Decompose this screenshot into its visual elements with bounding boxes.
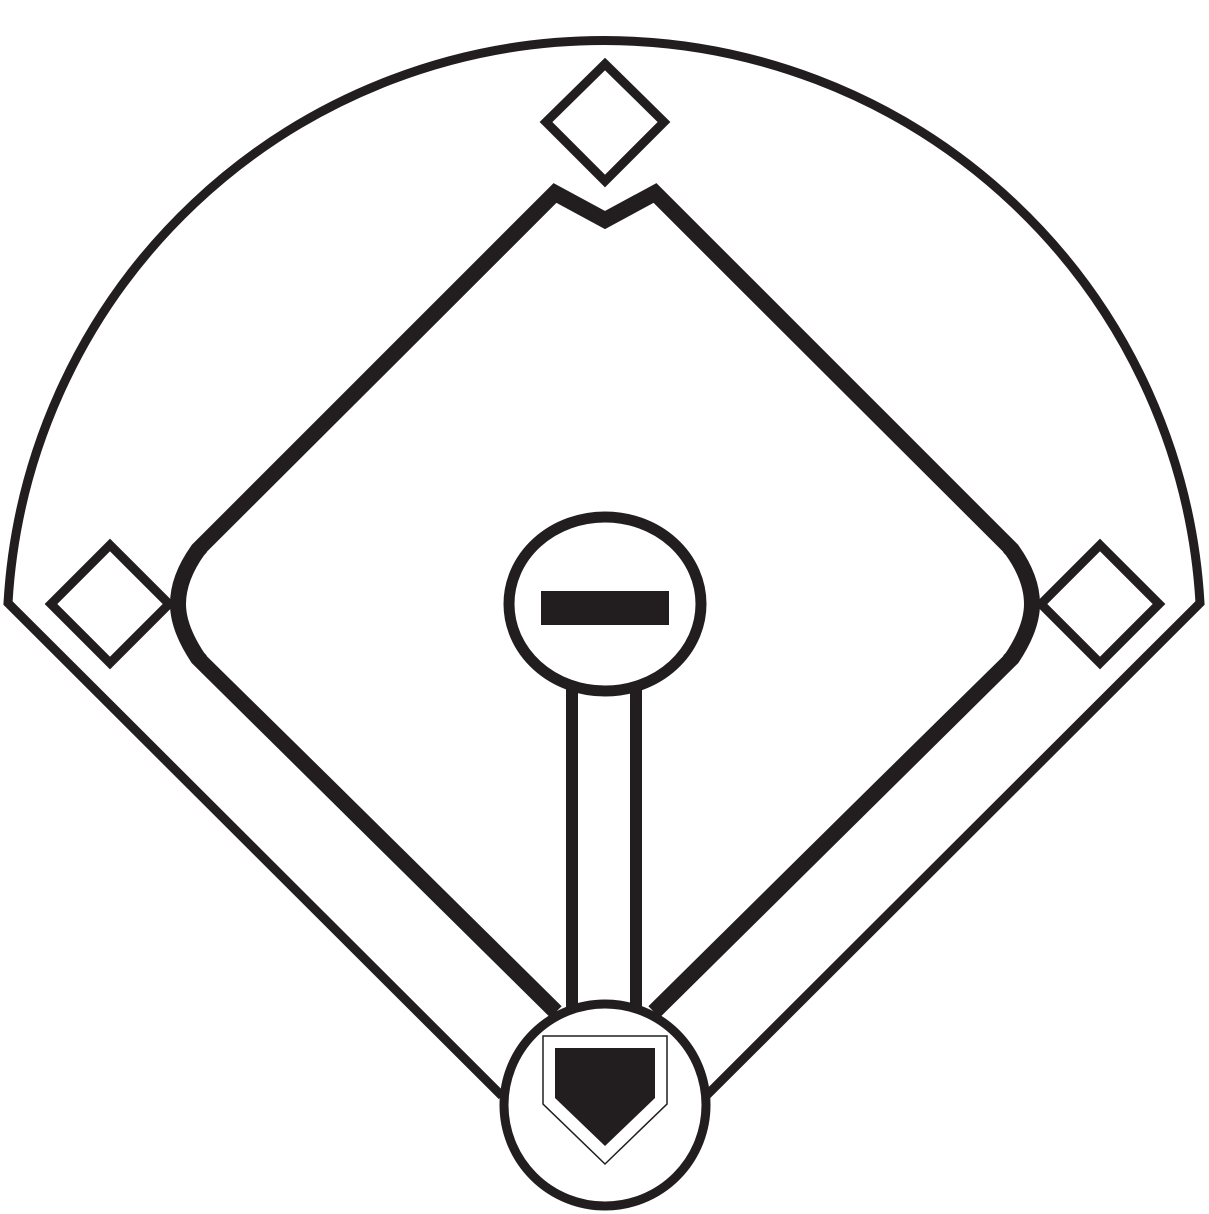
- infield-dirt-inner-edge: [188, 203, 1022, 1005]
- second-base: [539, 57, 671, 188]
- home-to-mound-path: [566, 674, 642, 1038]
- third-base: [44, 538, 176, 670]
- first-base: [1034, 538, 1166, 670]
- pitchers-rubber: [541, 591, 669, 625]
- home-plate: [555, 1048, 655, 1146]
